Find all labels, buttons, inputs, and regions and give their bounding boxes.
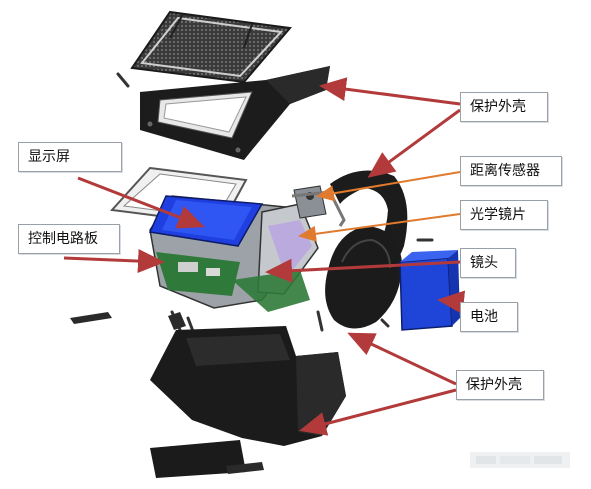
label-distance-sensor: 距离传感器 <box>460 156 562 186</box>
lens-dome <box>325 226 402 329</box>
top-protective-shell <box>140 66 330 160</box>
distance-sensor-module <box>293 185 327 219</box>
control-circuit-board <box>156 252 240 296</box>
blurred-watermark <box>470 452 570 468</box>
label-control-board: 控制电路板 <box>18 224 120 254</box>
label-battery: 电池 <box>460 302 518 332</box>
label-lens: 镜头 <box>460 248 516 278</box>
bottom-protective-shell <box>150 326 346 478</box>
label-optical-lens: 光学镜片 <box>460 200 548 230</box>
leader-arrows <box>63 77 466 436</box>
main-assembly <box>148 185 346 312</box>
strap <box>150 440 246 478</box>
label-display: 显示屏 <box>18 142 122 172</box>
small-parts <box>70 312 186 330</box>
label-protective-shell-bottom: 保护外壳 <box>456 370 544 400</box>
label-protective-shell-top: 保护外壳 <box>460 92 548 122</box>
top-mesh-panel <box>130 10 292 84</box>
